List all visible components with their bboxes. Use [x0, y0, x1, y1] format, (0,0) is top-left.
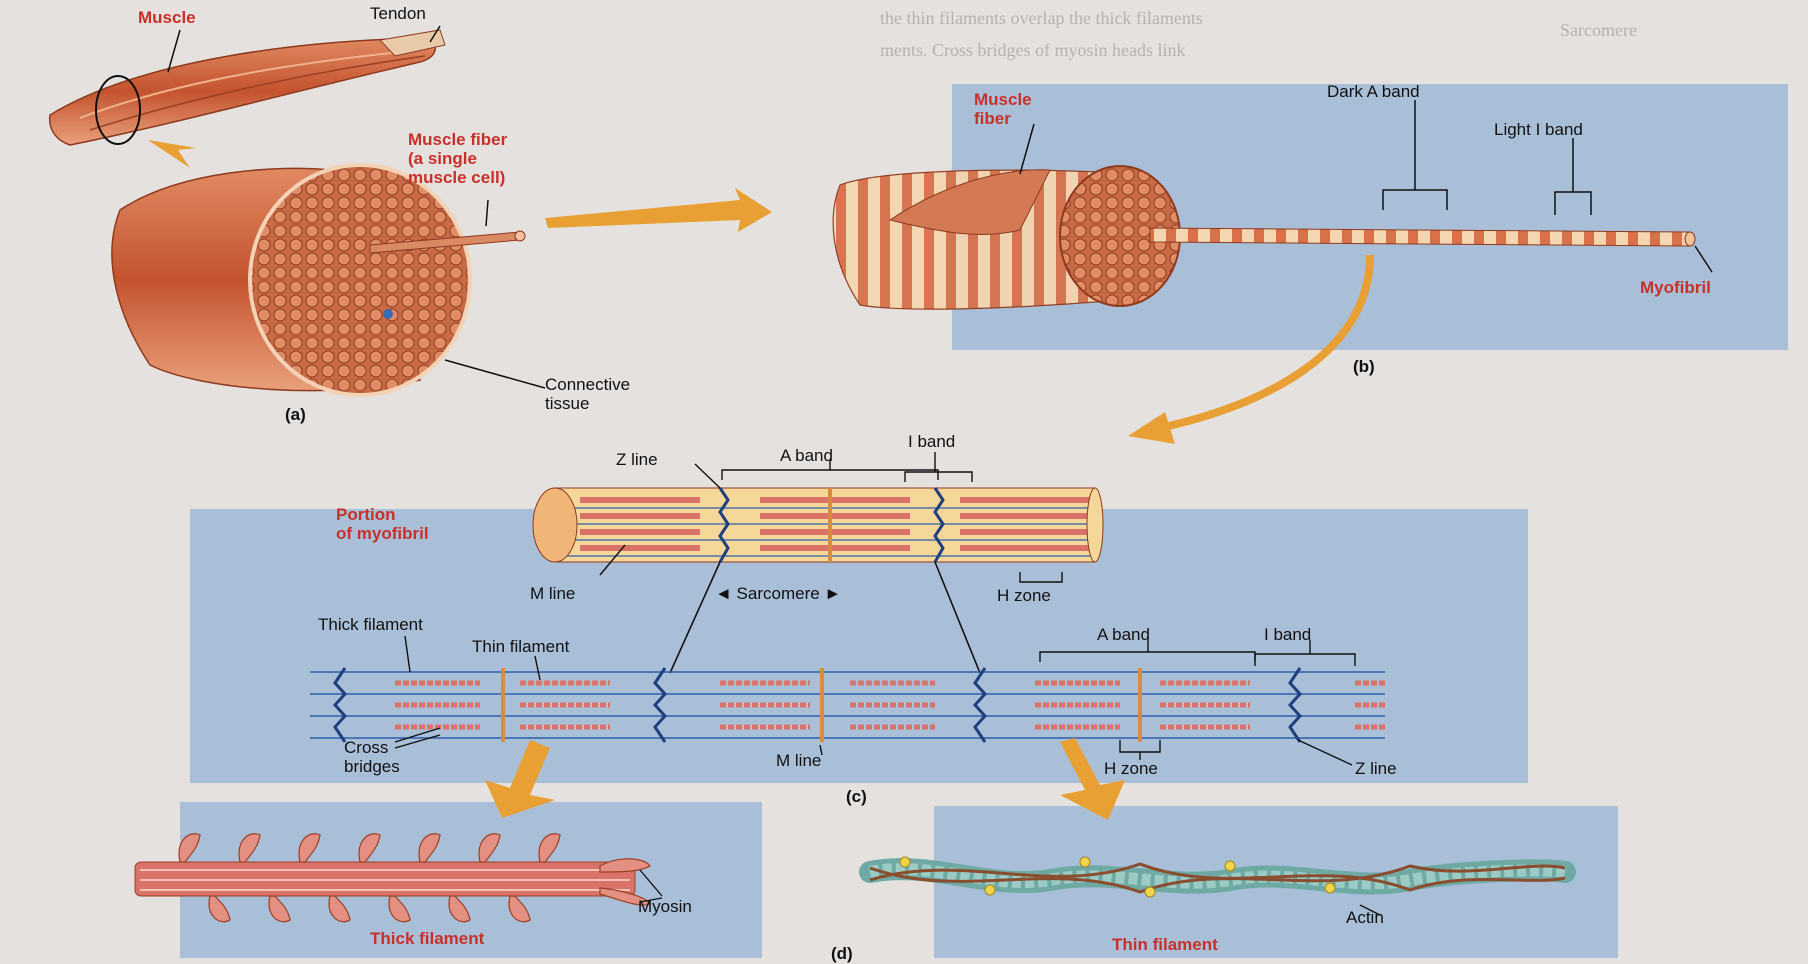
a-band-top-label: A band	[780, 446, 833, 466]
thin-filament-illustration	[870, 857, 1565, 915]
i-band-right-label: I band	[1264, 625, 1311, 645]
h-zone-top-label: H zone	[997, 586, 1051, 606]
panel-d-label: (d)	[831, 944, 853, 964]
myofibril-label: Myofibril	[1640, 278, 1711, 297]
dark-a-band-label: Dark A band	[1327, 82, 1420, 102]
thin-filament-caption: Thin filament	[1112, 935, 1218, 954]
muscle-fiber-single-label: Muscle fiber (a single muscle cell)	[408, 130, 507, 187]
i-band-top-label: I band	[908, 432, 955, 452]
portion-of-myofibril-label: Portion of myofibril	[336, 505, 429, 543]
arrow-to-thin	[1060, 738, 1125, 820]
muscle-fiber-label: Muscle fiber	[974, 90, 1032, 128]
cross-bridges-label: Cross bridges	[344, 738, 400, 776]
m-line-bottom-label: M line	[776, 751, 821, 771]
thin-filament-label: Thin filament	[472, 637, 569, 657]
arrow-muscle-to-bundle	[148, 140, 196, 168]
arrow-to-thick	[485, 740, 555, 818]
panel-b-label: (b)	[1353, 357, 1375, 377]
fascicle-cut	[112, 165, 545, 395]
z-line-top-label: Z line	[616, 450, 658, 470]
a-band-right-label: A band	[1097, 625, 1150, 645]
arrow-b-to-c	[1150, 255, 1370, 430]
thick-filament-label: Thick filament	[318, 615, 423, 635]
panel-c-label: (c)	[846, 787, 867, 807]
arrow-a-to-b	[545, 188, 772, 232]
h-zone-bottom-label: H zone	[1104, 759, 1158, 779]
m-line-top-label: M line	[530, 584, 575, 604]
whole-muscle	[50, 26, 445, 145]
z-line-bottom-label: Z line	[1355, 759, 1397, 779]
myofibril-portion	[533, 452, 1103, 673]
thick-filament-illustration	[135, 834, 662, 922]
light-i-band-label: Light I band	[1494, 120, 1583, 140]
actin-label: Actin	[1346, 908, 1384, 928]
myosin-label: Myosin	[638, 897, 692, 917]
thick-filament-caption: Thick filament	[370, 929, 484, 948]
sarcomere-label: ◄ Sarcomere ►	[715, 584, 841, 604]
tendon-label: Tendon	[370, 4, 426, 24]
connective-tissue-label: Connective tissue	[545, 375, 630, 413]
muscle-label: Muscle	[138, 8, 196, 27]
panel-a-label: (a)	[285, 405, 306, 425]
